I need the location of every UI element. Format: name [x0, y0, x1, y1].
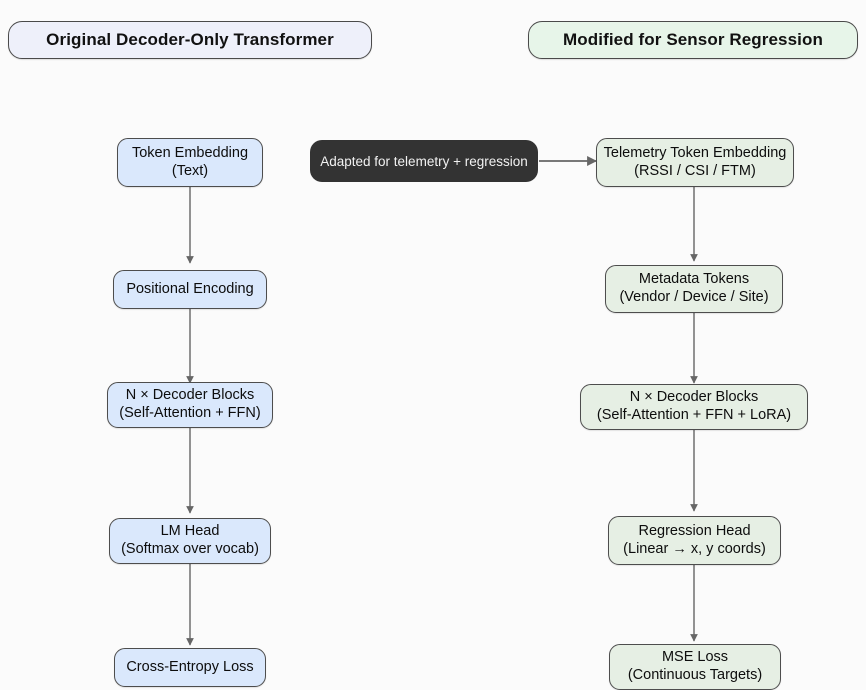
- node-line-secondary: (Vendor / Device / Site): [619, 289, 769, 305]
- node-line-secondary: (Self-Attention + FFN + LoRA): [596, 407, 792, 423]
- node-line-secondary: (Continuous Targets): [627, 667, 763, 683]
- node-line-primary: N × Decoder Blocks: [629, 389, 759, 406]
- node-line-secondary: (Self-Attention + FFN): [119, 405, 261, 421]
- node-line-primary: N × Decoder Blocks: [125, 387, 255, 404]
- node-positional-encoding[interactable]: Positional Encoding: [113, 270, 267, 309]
- node-mse-loss[interactable]: MSE Loss (Continuous Targets): [609, 644, 781, 690]
- node-decoder-blocks-original[interactable]: N × Decoder Blocks (Self-Attention + FFN…: [107, 382, 273, 428]
- node-line-secondary: (Text): [171, 162, 209, 179]
- node-line-primary: LM Head: [160, 523, 220, 540]
- node-line-primary: Telemetry Token Embedding: [603, 144, 787, 161]
- node-token-embedding[interactable]: Token Embedding (Text): [117, 138, 263, 187]
- node-line-primary: Cross-Entropy Loss: [126, 658, 254, 675]
- node-line-primary: MSE Loss: [661, 649, 729, 666]
- node-metadata-tokens[interactable]: Metadata Tokens (Vendor / Device / Site): [605, 265, 783, 313]
- node-decoder-blocks-modified[interactable]: N × Decoder Blocks (Self-Attention + FFN…: [580, 384, 808, 430]
- node-line-primary: Metadata Tokens: [638, 271, 750, 288]
- node-line-primary: Regression Head: [638, 522, 751, 539]
- node-line-secondary: (RSSI / CSI / FTM): [634, 162, 756, 179]
- adapter-note: Adapted for telemetry + regression: [310, 140, 538, 182]
- node-line-primary: Token Embedding: [131, 144, 249, 161]
- column-title-original: Original Decoder-Only Transformer: [8, 21, 372, 59]
- node-telemetry-token-embedding[interactable]: Telemetry Token Embedding (RSSI / CSI / …: [596, 138, 794, 187]
- node-line-secondary: (Softmax over vocab): [121, 541, 259, 557]
- node-line-secondary: (Linear → x, y coords): [623, 540, 766, 557]
- column-title-modified: Modified for Sensor Regression: [528, 21, 858, 59]
- node-lm-head[interactable]: LM Head (Softmax over vocab): [109, 518, 271, 564]
- node-cross-entropy-loss[interactable]: Cross-Entropy Loss: [114, 648, 266, 687]
- node-regression-head[interactable]: Regression Head (Linear → x, y coords): [608, 516, 781, 565]
- node-line-primary: Positional Encoding: [126, 280, 254, 297]
